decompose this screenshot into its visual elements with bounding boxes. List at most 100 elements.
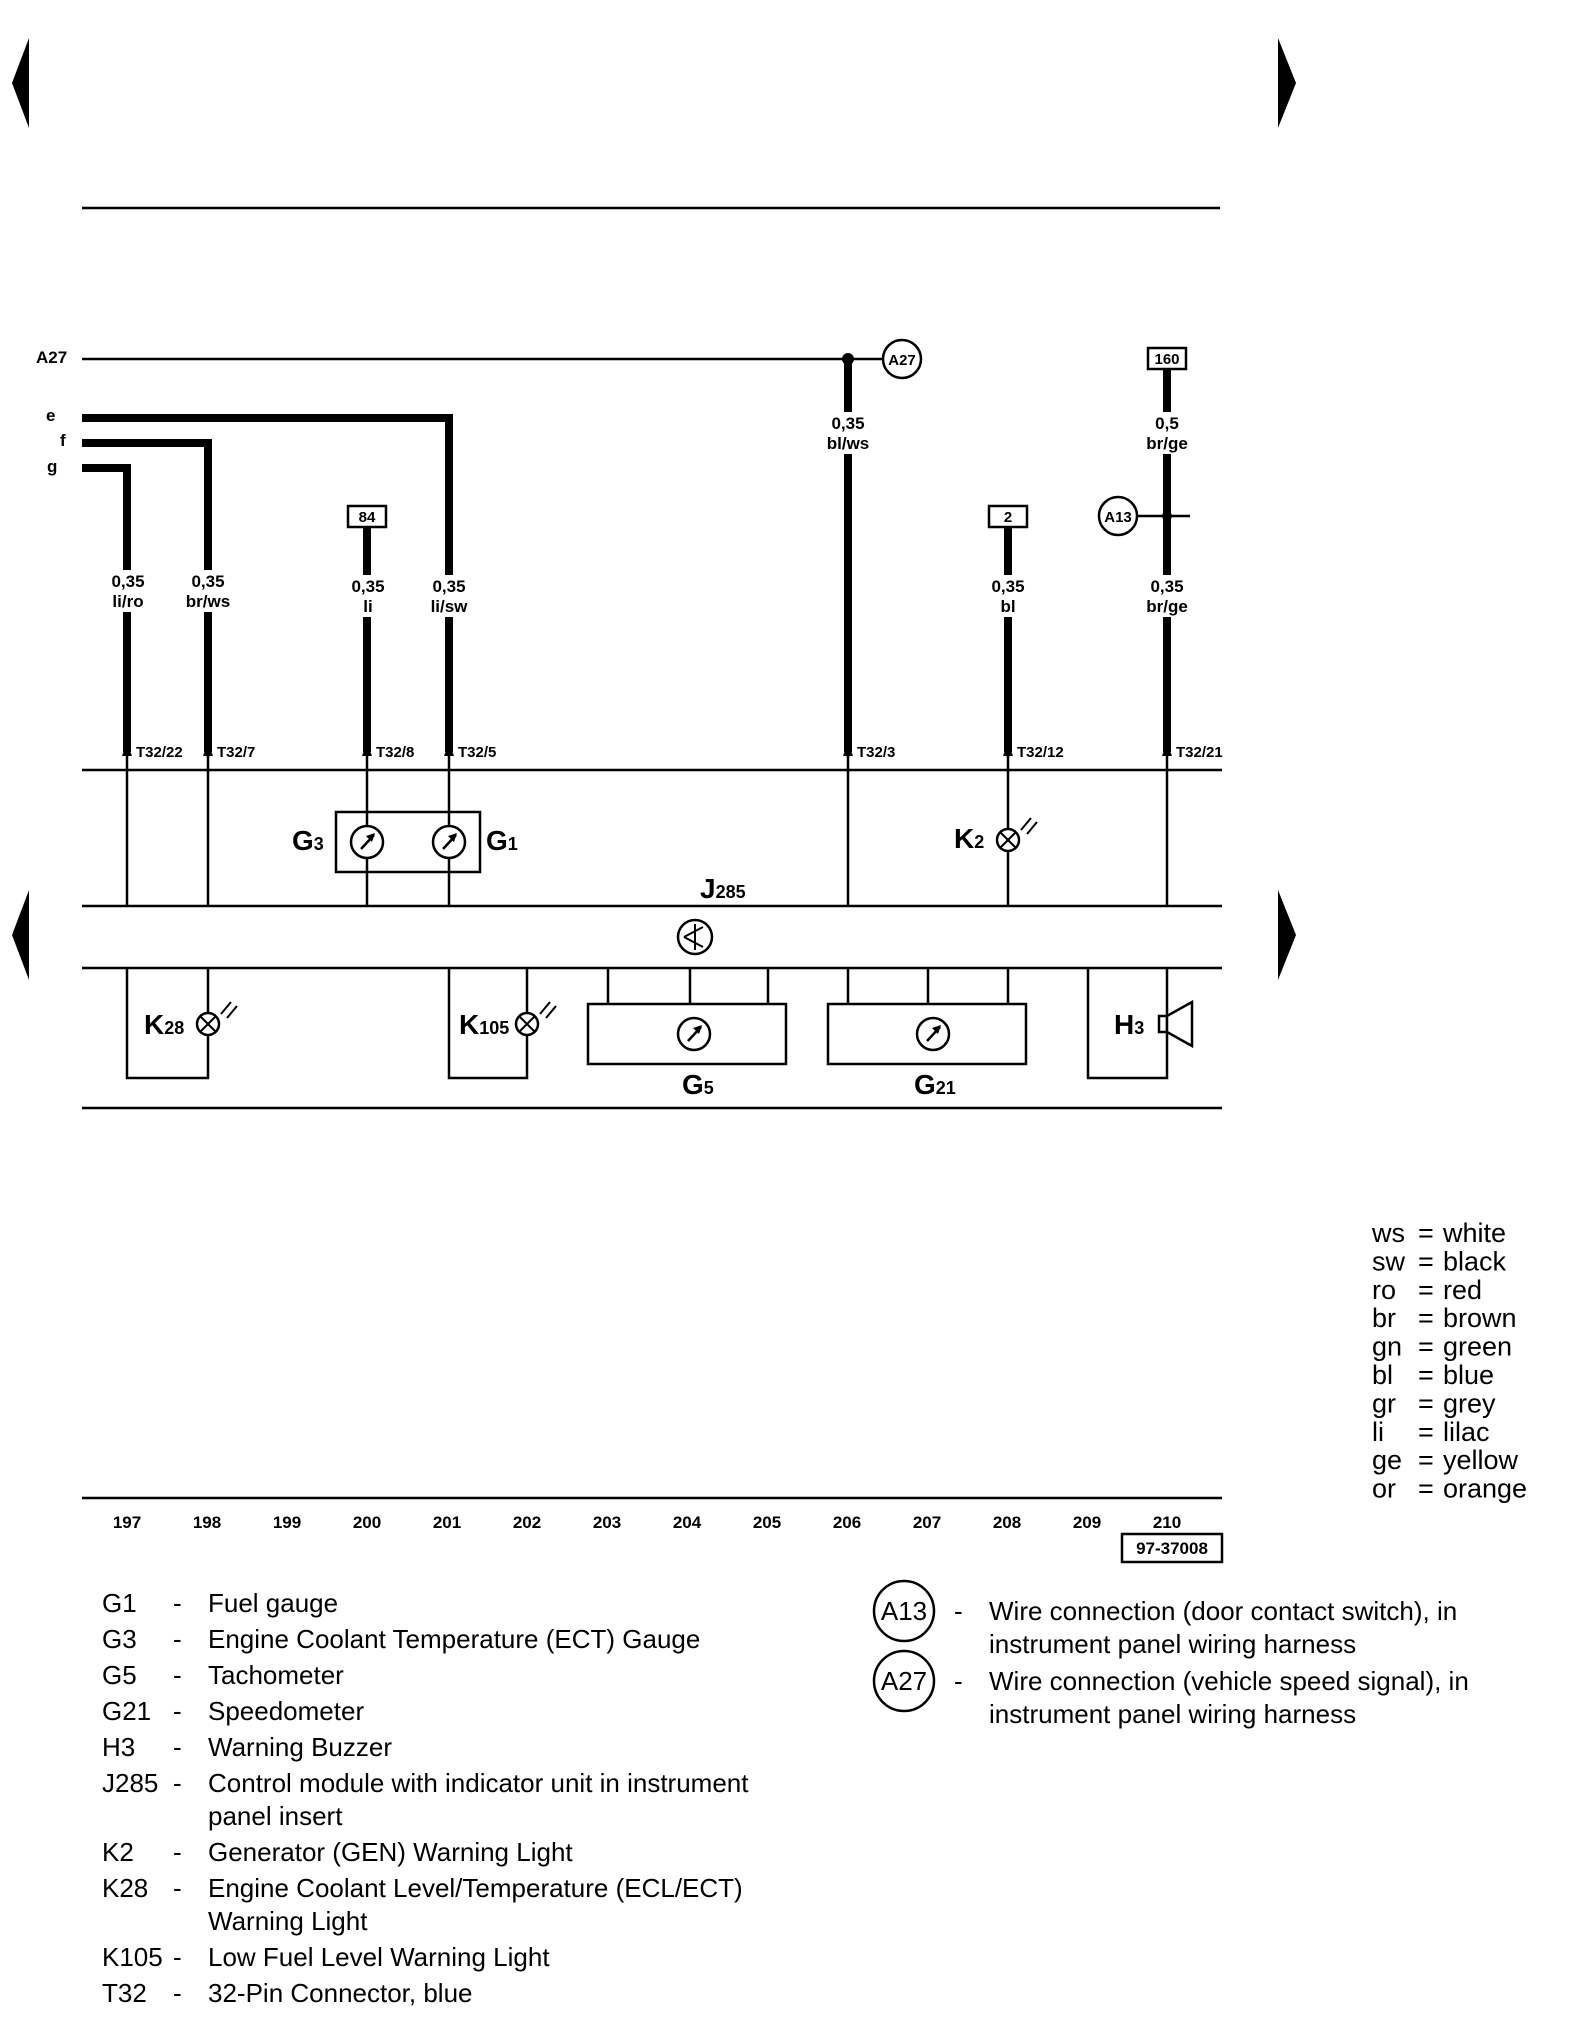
- legend-code: A27: [881, 1666, 927, 1696]
- legend-item: A13-Wire connection (door contact switch…: [872, 1579, 1457, 1659]
- legend-text: instrument panel wiring harness: [989, 1629, 1356, 1659]
- legend-item: J285-Control module with indicator unit …: [102, 1768, 749, 1831]
- svg-text:0,35: 0,35: [831, 414, 864, 433]
- legend-item: A27-Wire connection (vehicle speed signa…: [872, 1649, 1469, 1729]
- svg-text:br/ge: br/ge: [1146, 597, 1188, 616]
- legend-item: H3 -Warning Buzzer: [102, 1732, 392, 1762]
- component-label-k105: K105: [459, 1009, 509, 1040]
- track-number: 205: [753, 1513, 781, 1532]
- legend-code: G21: [102, 1696, 151, 1726]
- svg-text:0,35: 0,35: [351, 577, 384, 596]
- figure-id-box: [1120, 1532, 1224, 1564]
- legend-item: K28-Engine Coolant Level/Temperature (EC…: [102, 1873, 743, 1936]
- wire-label-210a: 0,5 br/ge: [1139, 412, 1195, 454]
- terminal-t32-22: T32/22: [122, 743, 183, 761]
- legend-text: Warning Buzzer: [208, 1732, 392, 1762]
- legend-text: Warning Light: [208, 1906, 368, 1936]
- legend-text: Low Fuel Level Warning Light: [208, 1942, 550, 1972]
- color-code-equals: =: [1418, 1332, 1434, 1362]
- lamp-k105-icon: [514, 1001, 557, 1037]
- wire-label-206: 0,35 bl/ws: [820, 412, 876, 454]
- figure-id: 97-37008: [1136, 1539, 1208, 1558]
- gauge-g5-icon: [676, 1016, 712, 1052]
- color-code-name: black: [1443, 1246, 1507, 1276]
- svg-text:T32/3: T32/3: [857, 744, 895, 761]
- track-number: 210: [1153, 1513, 1181, 1532]
- svg-text:T32/21: T32/21: [1176, 744, 1223, 761]
- legend-dash: -: [954, 1596, 963, 1626]
- legend-item: K105-Low Fuel Level Warning Light: [102, 1942, 550, 1972]
- legend-code: H3: [102, 1732, 135, 1762]
- track-number: 203: [593, 1513, 621, 1532]
- color-code-name: green: [1443, 1332, 1512, 1362]
- component-label-g21: G21: [914, 1069, 956, 1100]
- track-number: 207: [913, 1513, 941, 1532]
- track-number: 202: [513, 1513, 541, 1532]
- track-number: 199: [273, 1513, 301, 1532]
- legend-item: T32-32-Pin Connector, blue: [102, 1978, 473, 2008]
- legend-text: Generator (GEN) Warning Light: [208, 1837, 573, 1867]
- track-number: 198: [193, 1513, 221, 1532]
- color-code-key: ws=whitesw=blackro=redbr=browngn=greenbl…: [1371, 1218, 1527, 1504]
- gauge-g3-icon: [349, 824, 385, 860]
- connector-a27-circle: [881, 338, 923, 380]
- color-code-equals: =: [1418, 1275, 1434, 1305]
- svg-text:bl: bl: [1000, 597, 1015, 616]
- legend-dash: -: [173, 1873, 182, 1903]
- signal-label-e: e: [46, 406, 55, 425]
- terminal-t32-3: T32/3: [843, 743, 895, 761]
- wire-label-200: 0,35 li: [344, 575, 390, 617]
- wire-label-208: 0,35 bl: [984, 575, 1032, 617]
- terminal-t32-21: T32/21: [1162, 743, 1223, 761]
- terminal-t32-8: T32/8: [362, 743, 414, 761]
- wire-label-201: 0,35 li/sw: [424, 575, 476, 617]
- color-code-equals: =: [1418, 1417, 1434, 1447]
- legend-dash: -: [173, 1978, 182, 2008]
- legend-code: G1: [102, 1588, 137, 1618]
- legend-dash: -: [173, 1732, 182, 1762]
- color-code-equals: =: [1418, 1445, 1434, 1475]
- color-code-equals: =: [1418, 1360, 1434, 1390]
- wire-label-197: 0,35 li/ro: [104, 570, 150, 612]
- gauge-g21-icon: [915, 1016, 951, 1052]
- terminal-t32-12: T32/12: [1003, 743, 1064, 761]
- color-code-name: lilac: [1443, 1417, 1490, 1447]
- color-code: or: [1372, 1474, 1396, 1504]
- signal-label-g: g: [47, 457, 57, 476]
- svg-text:li: li: [363, 597, 372, 616]
- wire-g: [82, 464, 131, 752]
- legend-code: K2: [102, 1837, 134, 1867]
- color-code: gr: [1372, 1388, 1396, 1418]
- svg-text:0,5: 0,5: [1155, 414, 1179, 433]
- track-number: 201: [433, 1513, 461, 1532]
- svg-text:li/sw: li/sw: [431, 597, 469, 616]
- svg-text:li/ro: li/ro: [112, 592, 143, 611]
- component-label-g3: G3: [292, 825, 324, 856]
- color-code-equals: =: [1418, 1218, 1434, 1248]
- legend-text: Tachometer: [208, 1660, 344, 1690]
- connector-a13-label: A13: [1104, 509, 1132, 526]
- color-code: li: [1372, 1417, 1384, 1447]
- connector-a13-circle: [1097, 495, 1139, 537]
- svg-text:0,35: 0,35: [432, 577, 465, 596]
- terminal-t32-5: T32/5: [444, 743, 496, 761]
- color-code: ge: [1372, 1445, 1402, 1475]
- svg-text:T32/5: T32/5: [458, 744, 496, 761]
- legend-code: G3: [102, 1624, 137, 1654]
- legend-item: G5-Tachometer: [102, 1660, 344, 1690]
- signal-label-f: f: [60, 431, 66, 450]
- legend-text: Engine Coolant Temperature (ECT) Gauge: [208, 1624, 700, 1654]
- ref-label-2: 2: [1004, 509, 1012, 526]
- legend-connector-icon: [872, 1649, 936, 1713]
- nav-arrow-right-top-icon[interactable]: [1278, 38, 1296, 128]
- svg-text:T32/12: T32/12: [1017, 744, 1064, 761]
- ref-label-84: 84: [359, 509, 376, 526]
- legend-text: instrument panel wiring harness: [989, 1699, 1356, 1729]
- legend-code: J285: [102, 1768, 158, 1798]
- track-number: 208: [993, 1513, 1021, 1532]
- nav-arrow-left-top-icon[interactable]: [12, 38, 29, 128]
- nav-arrow-left-bottom-icon[interactable]: [12, 890, 29, 980]
- legend-code: T32: [102, 1978, 147, 2008]
- nav-arrow-right-bottom-icon[interactable]: [1278, 890, 1296, 980]
